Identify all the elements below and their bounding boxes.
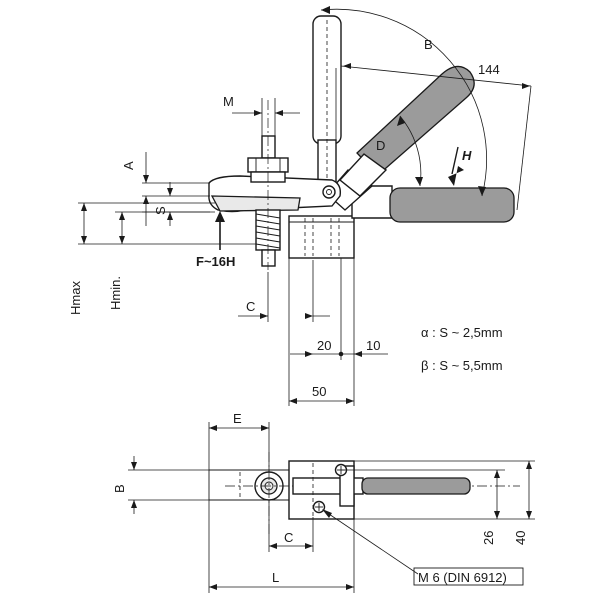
dim-Hmin: Hmin. <box>108 276 123 310</box>
spindle-tip <box>261 249 276 267</box>
dim-M: M <box>223 94 234 109</box>
dim-Hmax: Hmax <box>68 281 83 315</box>
spindle <box>247 100 289 270</box>
note-alpha: α : S ~ 2,5mm <box>421 325 503 340</box>
handle-grip-horizontal <box>389 187 515 223</box>
thread-label: M 6 (DIN 6912) <box>418 570 507 585</box>
dim-40: 40 <box>513 531 528 545</box>
pivot-pin <box>322 185 336 199</box>
spindle-top <box>261 135 276 159</box>
side-view: D M <box>68 6 532 406</box>
label-H: H <box>462 148 472 163</box>
handle-angled: D <box>326 65 475 211</box>
dim-L: L <box>272 570 279 585</box>
handle-upright <box>312 15 342 189</box>
dim-S: S <box>153 206 168 215</box>
dim-B-arc: B <box>424 37 433 52</box>
dim-B-plan: B <box>112 484 127 493</box>
handle-grip-plan <box>361 477 471 495</box>
dim-20: 20 <box>317 338 331 353</box>
clamp-arm <box>208 175 342 213</box>
dim-E: E <box>233 411 242 426</box>
dim-A: A <box>121 161 136 170</box>
dim-144: 144 <box>478 62 500 77</box>
label-force: F~16H <box>196 254 235 269</box>
note-beta: β : S ~ 5,5mm <box>421 358 503 373</box>
dim-50: 50 <box>312 384 326 399</box>
dim-C-plan: C <box>284 530 293 545</box>
handle-grip-angled <box>356 65 475 176</box>
label-D: D <box>376 138 385 153</box>
dim-C-top: C <box>246 299 255 314</box>
plan-view: B E C L 26 40 <box>112 411 535 593</box>
thread-label-box <box>413 567 524 586</box>
base-block <box>288 215 355 259</box>
dim-26: 26 <box>481 531 496 545</box>
dim-10: 10 <box>366 338 380 353</box>
handle-horizontal <box>351 185 515 223</box>
